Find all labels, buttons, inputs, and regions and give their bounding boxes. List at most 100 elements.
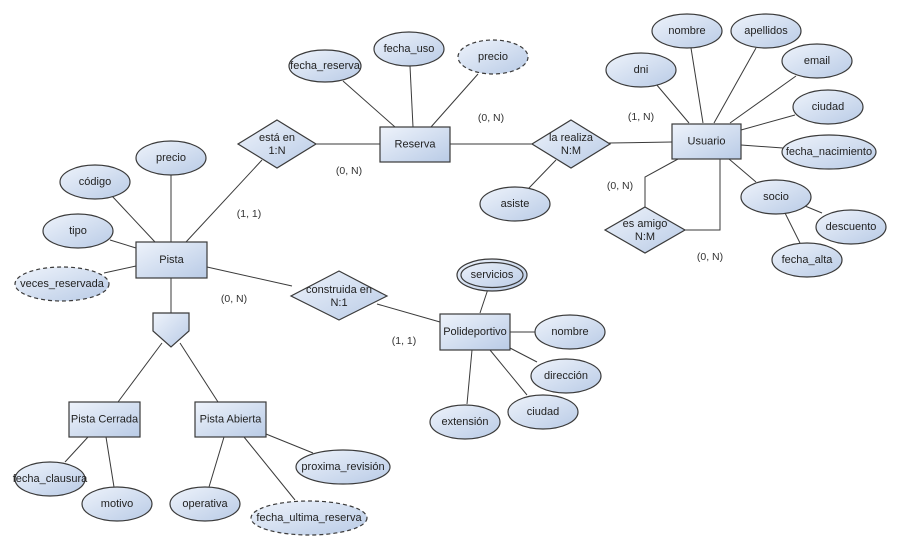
attribute-usuario-ciudad[interactable]: ciudad bbox=[792, 89, 864, 125]
entity-label: Usuario bbox=[688, 135, 726, 147]
attribute-abierta-fecha-ultima-reserva[interactable]: fecha_ultima_reserva bbox=[250, 500, 368, 536]
attribute-reserva-fecha-reserva[interactable]: fecha_reserva bbox=[288, 49, 362, 83]
relationship-la-realiza[interactable]: la realiza N:M bbox=[530, 119, 612, 169]
cardinality-usuario-la-realiza: (1, N) bbox=[628, 111, 654, 123]
attribute-usuario-socio[interactable]: socio bbox=[740, 179, 812, 215]
relationship-construida-en[interactable]: construida en N:1 bbox=[289, 270, 389, 321]
attribute-reserva-fecha-uso[interactable]: fecha_uso bbox=[373, 31, 445, 67]
edge-usuario-es-amigo-top bbox=[644, 158, 679, 207]
cardinality-poli-construida-en: (1, 1) bbox=[392, 335, 417, 347]
edge-isa-cerrada bbox=[117, 342, 163, 403]
attribute-socio-fecha-alta[interactable]: fecha_alta bbox=[771, 242, 843, 278]
entity-label: Pista Abierta bbox=[200, 413, 263, 425]
edge-abierta-fecha-ultima bbox=[243, 436, 296, 501]
entity-usuario[interactable]: Usuario bbox=[671, 123, 742, 160]
entity-label: Reserva bbox=[395, 138, 437, 150]
attribute-abierta-proxima-revision[interactable]: proxima_revisión bbox=[295, 449, 391, 485]
attribute-label: precio bbox=[478, 51, 508, 63]
attribute-label: socio bbox=[763, 191, 789, 203]
attribute-label: código bbox=[79, 176, 111, 188]
attribute-label: nombre bbox=[551, 326, 588, 338]
edge-usuario-apellidos bbox=[713, 47, 757, 124]
edge-poli-extension bbox=[466, 349, 473, 405]
attribute-pista-codigo[interactable]: código bbox=[59, 164, 131, 200]
attribute-usuario-dni[interactable]: dni bbox=[605, 52, 677, 88]
relationship-type: N:1 bbox=[330, 297, 347, 309]
edge-la-realiza-usuario bbox=[608, 141, 673, 144]
attribute-label: servicios bbox=[471, 269, 514, 281]
edge-usuario-socio bbox=[728, 158, 757, 183]
relationship-esta-en[interactable]: está en 1:N bbox=[236, 119, 318, 169]
attribute-label: operativa bbox=[182, 498, 228, 510]
edge-abierta-proxima bbox=[265, 433, 314, 454]
entity-pista-cerrada[interactable]: Pista Cerrada bbox=[68, 401, 141, 438]
attribute-poli-extension[interactable]: extensión bbox=[429, 404, 501, 440]
attribute-label: fecha_ultima_reserva bbox=[256, 512, 362, 524]
edges bbox=[64, 47, 823, 501]
edge-isa-abierta bbox=[179, 342, 219, 403]
edge-poli-servicios bbox=[479, 288, 489, 314]
attribute-poli-direccion[interactable]: dirección bbox=[530, 358, 602, 394]
edge-usuario-ciudad bbox=[740, 114, 796, 131]
attribute-abierta-operativa[interactable]: operativa bbox=[169, 486, 241, 522]
edge-usuario-nombre bbox=[690, 47, 704, 124]
attribute-usuario-email[interactable]: email bbox=[781, 43, 853, 79]
cardinality-usuario-es-amigo-top: (0, N) bbox=[607, 180, 633, 192]
attribute-label: dirección bbox=[544, 370, 588, 382]
attribute-usuario-apellidos[interactable]: apellidos bbox=[730, 13, 802, 49]
attribute-label: fecha_reserva bbox=[290, 60, 361, 72]
attribute-reserva-precio[interactable]: precio bbox=[457, 39, 529, 75]
attribute-label: veces_reservada bbox=[20, 278, 105, 290]
relationship-es-amigo[interactable]: es amigo N:M bbox=[603, 206, 687, 254]
relationship-label: está en bbox=[259, 132, 295, 144]
edge-pista-construida-en bbox=[206, 266, 293, 287]
attribute-usuario-nombre[interactable]: nombre bbox=[651, 13, 723, 49]
edge-abierta-operativa bbox=[208, 436, 225, 488]
cardinality-reserva-la-realiza: (0, N) bbox=[478, 112, 504, 124]
attribute-label: fecha_alta bbox=[782, 254, 834, 266]
cardinality-usuario-es-amigo-bottom: (0, N) bbox=[697, 251, 723, 263]
attribute-poli-nombre[interactable]: nombre bbox=[534, 314, 606, 350]
edge-usuario-email bbox=[729, 75, 797, 124]
edge-construida-en-poli bbox=[376, 303, 441, 323]
attribute-label: fecha_nacimiento bbox=[786, 146, 872, 158]
edge-pista-codigo bbox=[111, 195, 156, 243]
relationship-label: construida en bbox=[306, 284, 372, 296]
attribute-la-realiza-asiste[interactable]: asiste bbox=[479, 186, 551, 222]
attribute-label: extensión bbox=[441, 416, 488, 428]
entity-label: Polideportivo bbox=[443, 326, 507, 338]
relationship-type: N:M bbox=[561, 145, 581, 157]
entity-reserva[interactable]: Reserva bbox=[379, 126, 451, 163]
entity-pista[interactable]: Pista bbox=[135, 241, 208, 279]
edge-la-realiza-asiste bbox=[528, 159, 557, 189]
edge-poli-ciudad bbox=[489, 349, 528, 396]
attribute-poli-ciudad[interactable]: ciudad bbox=[507, 394, 579, 430]
edge-cerrada-motivo bbox=[105, 436, 115, 488]
attribute-socio-descuento[interactable]: descuento bbox=[815, 209, 887, 245]
attribute-pista-tipo[interactable]: tipo bbox=[42, 213, 114, 249]
attribute-label: ciudad bbox=[527, 406, 559, 418]
attribute-label: email bbox=[804, 55, 830, 67]
attribute-cerrada-motivo[interactable]: motivo bbox=[81, 486, 153, 522]
attribute-label: dni bbox=[634, 64, 649, 76]
edge-pista-esta-en bbox=[185, 159, 263, 243]
isa-specialization[interactable] bbox=[152, 312, 190, 348]
attribute-poli-servicios[interactable]: servicios bbox=[456, 258, 528, 292]
attribute-label: tipo bbox=[69, 225, 87, 237]
edge-pista-tipo bbox=[109, 239, 137, 249]
attribute-usuario-fecha-nacimiento[interactable]: fecha_nacimiento bbox=[781, 134, 877, 170]
edge-socio-fecha-alta bbox=[784, 212, 801, 244]
edge-reserva-precio bbox=[430, 73, 479, 128]
relationship-label: la realiza bbox=[549, 132, 594, 144]
edge-usuario-dni bbox=[655, 83, 690, 124]
edge-reserva-fecha-uso bbox=[409, 65, 414, 128]
entity-polideportivo[interactable]: Polideportivo bbox=[439, 313, 511, 351]
attribute-pista-precio[interactable]: precio bbox=[135, 140, 207, 176]
relationship-type: 1:N bbox=[268, 145, 285, 157]
attribute-cerrada-fecha-clausura[interactable]: fecha_clausura bbox=[13, 461, 88, 497]
attribute-label: fecha_clausura bbox=[13, 473, 88, 485]
cardinality-pista-construida-en: (0, N) bbox=[221, 293, 247, 305]
attribute-pista-veces-reservada[interactable]: veces_reservada bbox=[14, 266, 110, 302]
entity-pista-abierta[interactable]: Pista Abierta bbox=[194, 401, 267, 438]
attribute-label: ciudad bbox=[812, 101, 844, 113]
